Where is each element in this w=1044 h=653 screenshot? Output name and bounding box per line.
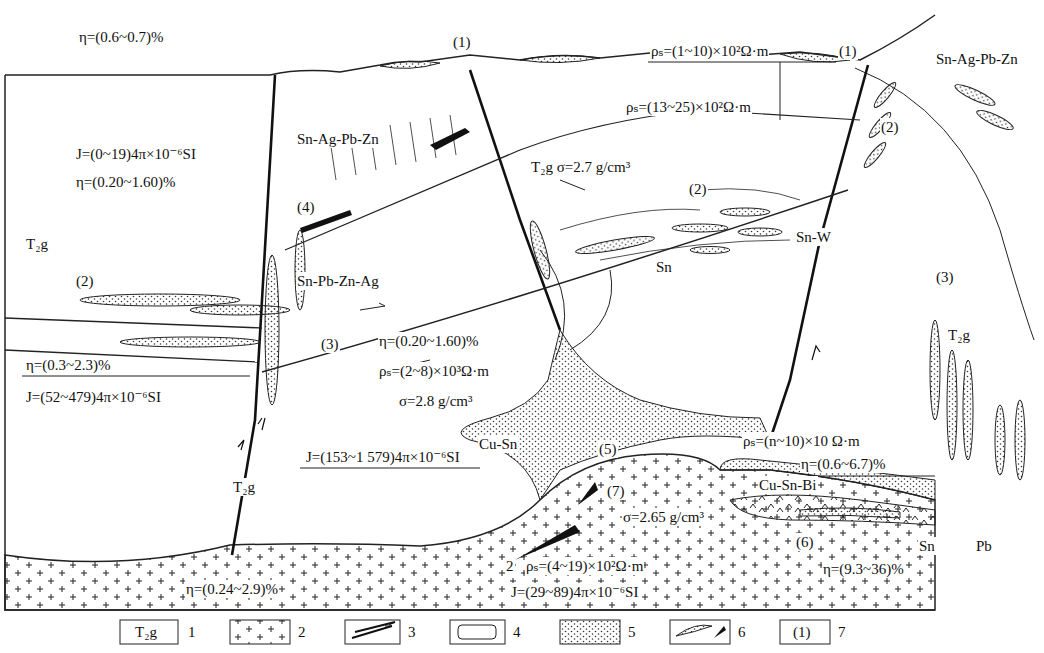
section-label: T₂g σ=2.7 g/cm³	[530, 158, 631, 176]
section-label: Sn-Ag-Pb-Zn	[935, 50, 1019, 68]
section-label: 2	[505, 557, 515, 575]
section-label: ρₛ=(13~25)×10²Ω·m	[625, 98, 752, 116]
section-label: η=(0.20~1.60)%	[378, 332, 479, 350]
section-label: σ=2.8 g/cm³	[398, 392, 474, 410]
section-label: T₂g	[947, 326, 971, 344]
section-label: (2)	[75, 272, 95, 290]
section-label: Cu-Sn	[478, 435, 518, 453]
section-label: η=(0.3~2.3)%	[25, 356, 111, 374]
legend-number: 5	[628, 623, 636, 641]
section-label: (1)	[838, 42, 858, 60]
legend-number: 7	[838, 623, 846, 641]
section-label: T₂g	[134, 623, 158, 641]
section-label: (2)	[880, 118, 900, 136]
section-label: Pb	[975, 537, 993, 555]
section-label: J=(153~1 579)4π×10⁻⁶SI	[305, 448, 461, 466]
legend-number: 2	[298, 623, 306, 641]
section-label: ρₛ=(4~19)×10²Ω·m	[525, 557, 644, 575]
section-label: σ=2.65 g/cm³	[622, 508, 705, 526]
section-label: (1)	[792, 623, 812, 641]
section-label: (1)	[452, 33, 472, 51]
legend-number: 3	[408, 623, 416, 641]
section-label: (4)	[296, 198, 316, 216]
section-label: Sn	[918, 537, 936, 555]
section-label: (5)	[598, 440, 618, 458]
legend-number: 6	[738, 623, 746, 641]
legend-number: 1	[188, 623, 196, 641]
section-label: J=(0~19)4π×10⁻⁶SI	[75, 145, 197, 163]
section-label: (6)	[795, 533, 815, 551]
section-label: (2)	[688, 180, 708, 198]
section-label: η=(0.24~2.9)%	[185, 580, 279, 598]
legend-number: 4	[513, 623, 521, 641]
section-label: J=(52~479)4π×10⁻⁶SI	[25, 388, 162, 406]
section-label: Sn	[655, 258, 673, 276]
section-label: ρₛ=(1~10)×10²Ω·m	[650, 42, 769, 60]
section-label: T₂g	[232, 478, 256, 496]
section-label: Sn-Pb-Zn-Ag	[296, 272, 380, 290]
section-label: (3)	[320, 335, 340, 353]
section-label: T₂g	[25, 235, 49, 253]
section-label: (3)	[935, 268, 955, 286]
section-label: ρₛ=(2~8)×10³Ω·m	[378, 362, 490, 380]
section-label: (7)	[606, 482, 626, 500]
section-label: ρₛ=(n~10)×10 Ω·m	[742, 432, 861, 450]
section-label: η=(0.6~0.7)%	[78, 28, 164, 46]
section-label: η=(0.6~6.7)%	[800, 455, 886, 473]
section-label: J=(29~89)4π×10⁻⁶SI	[510, 583, 639, 601]
section-label: η=(9.3~36)%	[822, 560, 905, 578]
section-label: η=(0.20~1.60)%	[75, 173, 176, 191]
section-label: Sn-Ag-Pb-Zn	[296, 130, 380, 148]
section-label: Cu-Sn-Bi	[758, 476, 818, 494]
section-label: Sn-W	[795, 228, 832, 246]
